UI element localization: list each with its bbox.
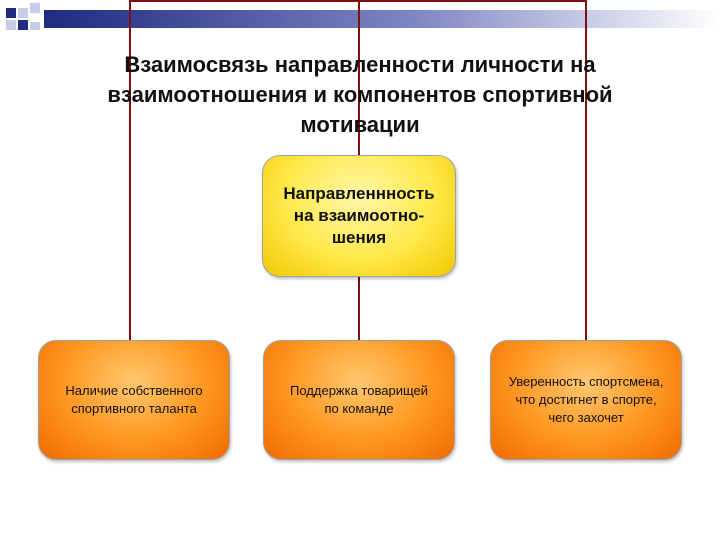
- child-node-team-support: Поддержка товарищей по команде: [263, 340, 455, 460]
- deco-square: [6, 8, 16, 18]
- child-node-confidence: Уверенность спортсмена, что достигнет в …: [490, 340, 682, 460]
- child-node-line: спортивного таланта: [71, 401, 197, 416]
- deco-square: [18, 8, 28, 18]
- center-node-line: шения: [331, 228, 387, 247]
- child-node-line: по команде: [324, 401, 394, 416]
- center-node-line: на взаимоотно-: [293, 206, 425, 225]
- center-node-line: Направленнность: [283, 184, 435, 203]
- child-node-line: Уверенность спортсмена,: [508, 374, 664, 389]
- child-node-talent: Наличие собственного спортивного таланта: [38, 340, 230, 460]
- child-node-line: Поддержка товарищей: [290, 383, 428, 398]
- center-node: Направленнность на взаимоотно- шения: [262, 155, 456, 277]
- child-node-line: что достигнет в спорте,: [515, 392, 657, 407]
- deco-square: [30, 3, 40, 13]
- deco-square: [6, 20, 16, 30]
- child-node-line: Наличие собственного: [65, 383, 203, 398]
- title-line: Взаимосвязь направленности личности на: [124, 52, 596, 77]
- deco-square: [30, 22, 40, 30]
- deco-bar: [44, 10, 720, 28]
- title-line: мотивации: [300, 112, 420, 137]
- header-decoration: [6, 3, 720, 30]
- child-node-line: чего захочет: [548, 410, 624, 425]
- deco-square: [18, 20, 28, 30]
- title-line: взаимоотношения и компонентов спортивной: [107, 82, 613, 107]
- slide-title: Взаимосвязь направленности личности на в…: [60, 50, 660, 140]
